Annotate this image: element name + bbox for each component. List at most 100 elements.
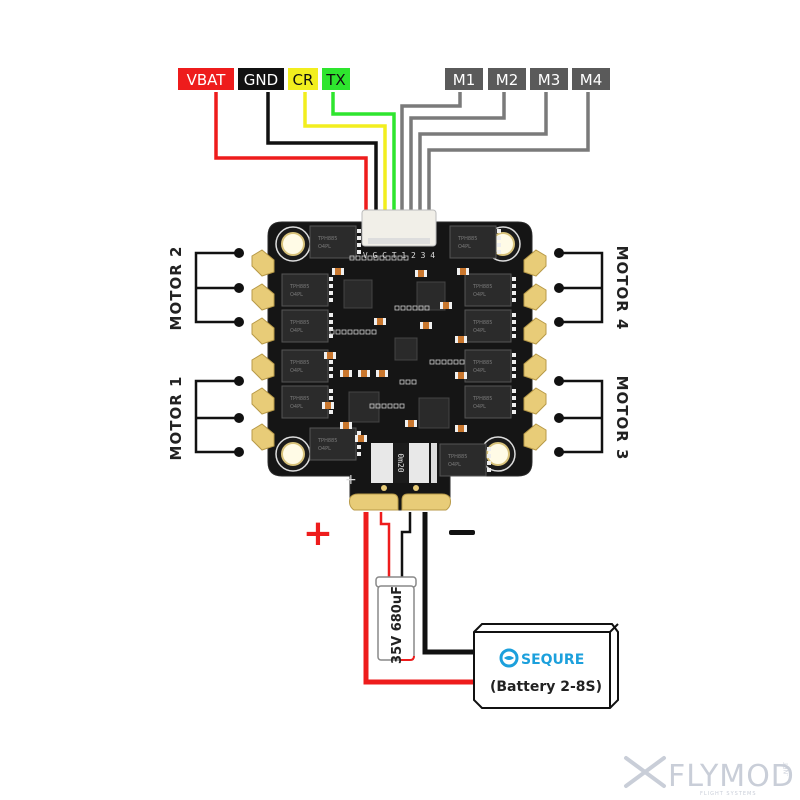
signal-label-m3: M3: [530, 68, 568, 90]
smd-component: [340, 370, 352, 377]
smd-component: [374, 318, 386, 325]
svg-text:O4PL: O4PL: [290, 328, 303, 334]
svg-text:TPH885: TPH885: [289, 360, 309, 366]
mcu-chip-5: [394, 337, 418, 361]
power-pad-negative: [401, 485, 451, 511]
connector-pin-labels: V G C T 1 2 3 4: [363, 251, 435, 260]
pcb-plus-mark: +: [345, 472, 357, 488]
battery-negative-wire: [422, 512, 474, 655]
watermark-tagline: FLIGHT SYSTEMS: [700, 791, 757, 797]
cr-label: CR: [293, 71, 314, 89]
svg-text:TPH885: TPH885: [457, 236, 477, 242]
shunt-marking: 0m20: [396, 453, 405, 472]
signal-label-cr: CR: [288, 68, 318, 90]
motor-pad: [251, 423, 275, 451]
svg-text:O4PL: O4PL: [290, 368, 303, 374]
motor-2-label: MOTOR 2: [167, 246, 185, 331]
mcu-chip-4: [418, 397, 450, 429]
propeller-icon: [624, 756, 666, 788]
smd-component: [455, 372, 467, 379]
m3-label: M3: [538, 71, 561, 89]
battery-positive-wire: [363, 512, 474, 685]
resistor-array: [394, 305, 430, 311]
m2-label: M2: [496, 71, 519, 89]
svg-text:O4PL: O4PL: [448, 462, 461, 468]
signal-label-tx: TX: [322, 68, 350, 90]
motor-3-label: MOTOR 3: [613, 376, 631, 461]
svg-text:O4PL: O4PL: [473, 328, 486, 334]
smd-component: [415, 270, 427, 277]
cr-wire: [303, 92, 387, 212]
signal-label-m4: M4: [572, 68, 610, 90]
svg-text:TPH885: TPH885: [289, 396, 309, 402]
svg-text:TPH885: TPH885: [472, 360, 492, 366]
signal-label-vbat: VBAT: [178, 68, 234, 90]
vbat-label: VBAT: [187, 71, 227, 89]
resistor-array: [349, 255, 409, 261]
capacitor-positive-lead: [379, 512, 391, 578]
gnd-wire: [266, 92, 378, 212]
signal-label-gnd: GND: [238, 68, 284, 90]
m2-wire: [409, 92, 506, 212]
motor-4-label: MOTOR 4: [613, 246, 631, 331]
power-wiring: [363, 512, 474, 685]
motor-pad: [523, 283, 547, 311]
negative-sign: [449, 530, 475, 535]
resistor-array: [369, 403, 405, 409]
motor-pad: [251, 387, 275, 415]
watermark-suffix: .NET: [783, 762, 790, 776]
positive-sign: +: [303, 513, 333, 554]
smd-component: [332, 268, 344, 275]
svg-text:O4PL: O4PL: [290, 404, 303, 410]
battery: SEQURE (Battery 2-8S): [473, 623, 619, 709]
motor-2-wiring: [194, 251, 238, 324]
esc-board: V G C T 1 2 3 4 TPH885O4PLTPH885O4PLTPH8…: [251, 209, 547, 511]
svg-text:TPH885: TPH885: [447, 454, 467, 460]
motor-4-wiring: [560, 251, 604, 324]
capacitor: 35V 680uF: [375, 576, 417, 664]
m4-wire: [427, 92, 590, 212]
svg-text:O4PL: O4PL: [290, 292, 303, 298]
capacitor-label: 35V 680uF: [390, 586, 405, 664]
smd-component: [322, 402, 334, 409]
smd-component: [340, 422, 352, 429]
motor-pad: [523, 387, 547, 415]
resistor-array: [399, 379, 417, 385]
smd-component: [405, 420, 417, 427]
smd-component: [455, 425, 467, 432]
motor-pad: [523, 317, 547, 345]
svg-text:O4PL: O4PL: [318, 446, 331, 452]
signal-label-m1: M1: [445, 68, 483, 90]
motor-pads: [251, 249, 547, 451]
motor-pad: [251, 249, 275, 277]
resistor-array: [329, 329, 377, 335]
motor-1-label: MOTOR 1: [167, 376, 185, 461]
battery-label: (Battery 2-8S): [490, 679, 602, 695]
mcu-chip-3: [348, 391, 380, 423]
resistor-array: [429, 359, 465, 365]
svg-text:O4PL: O4PL: [473, 292, 486, 298]
shunt-resistor: 0m20: [371, 443, 437, 483]
watermark: FLYMOD FLIGHT SYSTEMS .NET: [624, 756, 795, 797]
battery-brand: SEQURE: [521, 652, 584, 668]
svg-text:O4PL: O4PL: [473, 404, 486, 410]
m3-wire: [418, 92, 548, 212]
motor-pad: [523, 353, 547, 381]
tx-label: TX: [325, 71, 345, 89]
motor-pad: [523, 423, 547, 451]
watermark-brand: FLYMOD: [668, 759, 795, 794]
motor-pad: [251, 283, 275, 311]
svg-text:TPH885: TPH885: [289, 320, 309, 326]
smd-component: [440, 302, 452, 309]
smd-components: [322, 255, 469, 442]
